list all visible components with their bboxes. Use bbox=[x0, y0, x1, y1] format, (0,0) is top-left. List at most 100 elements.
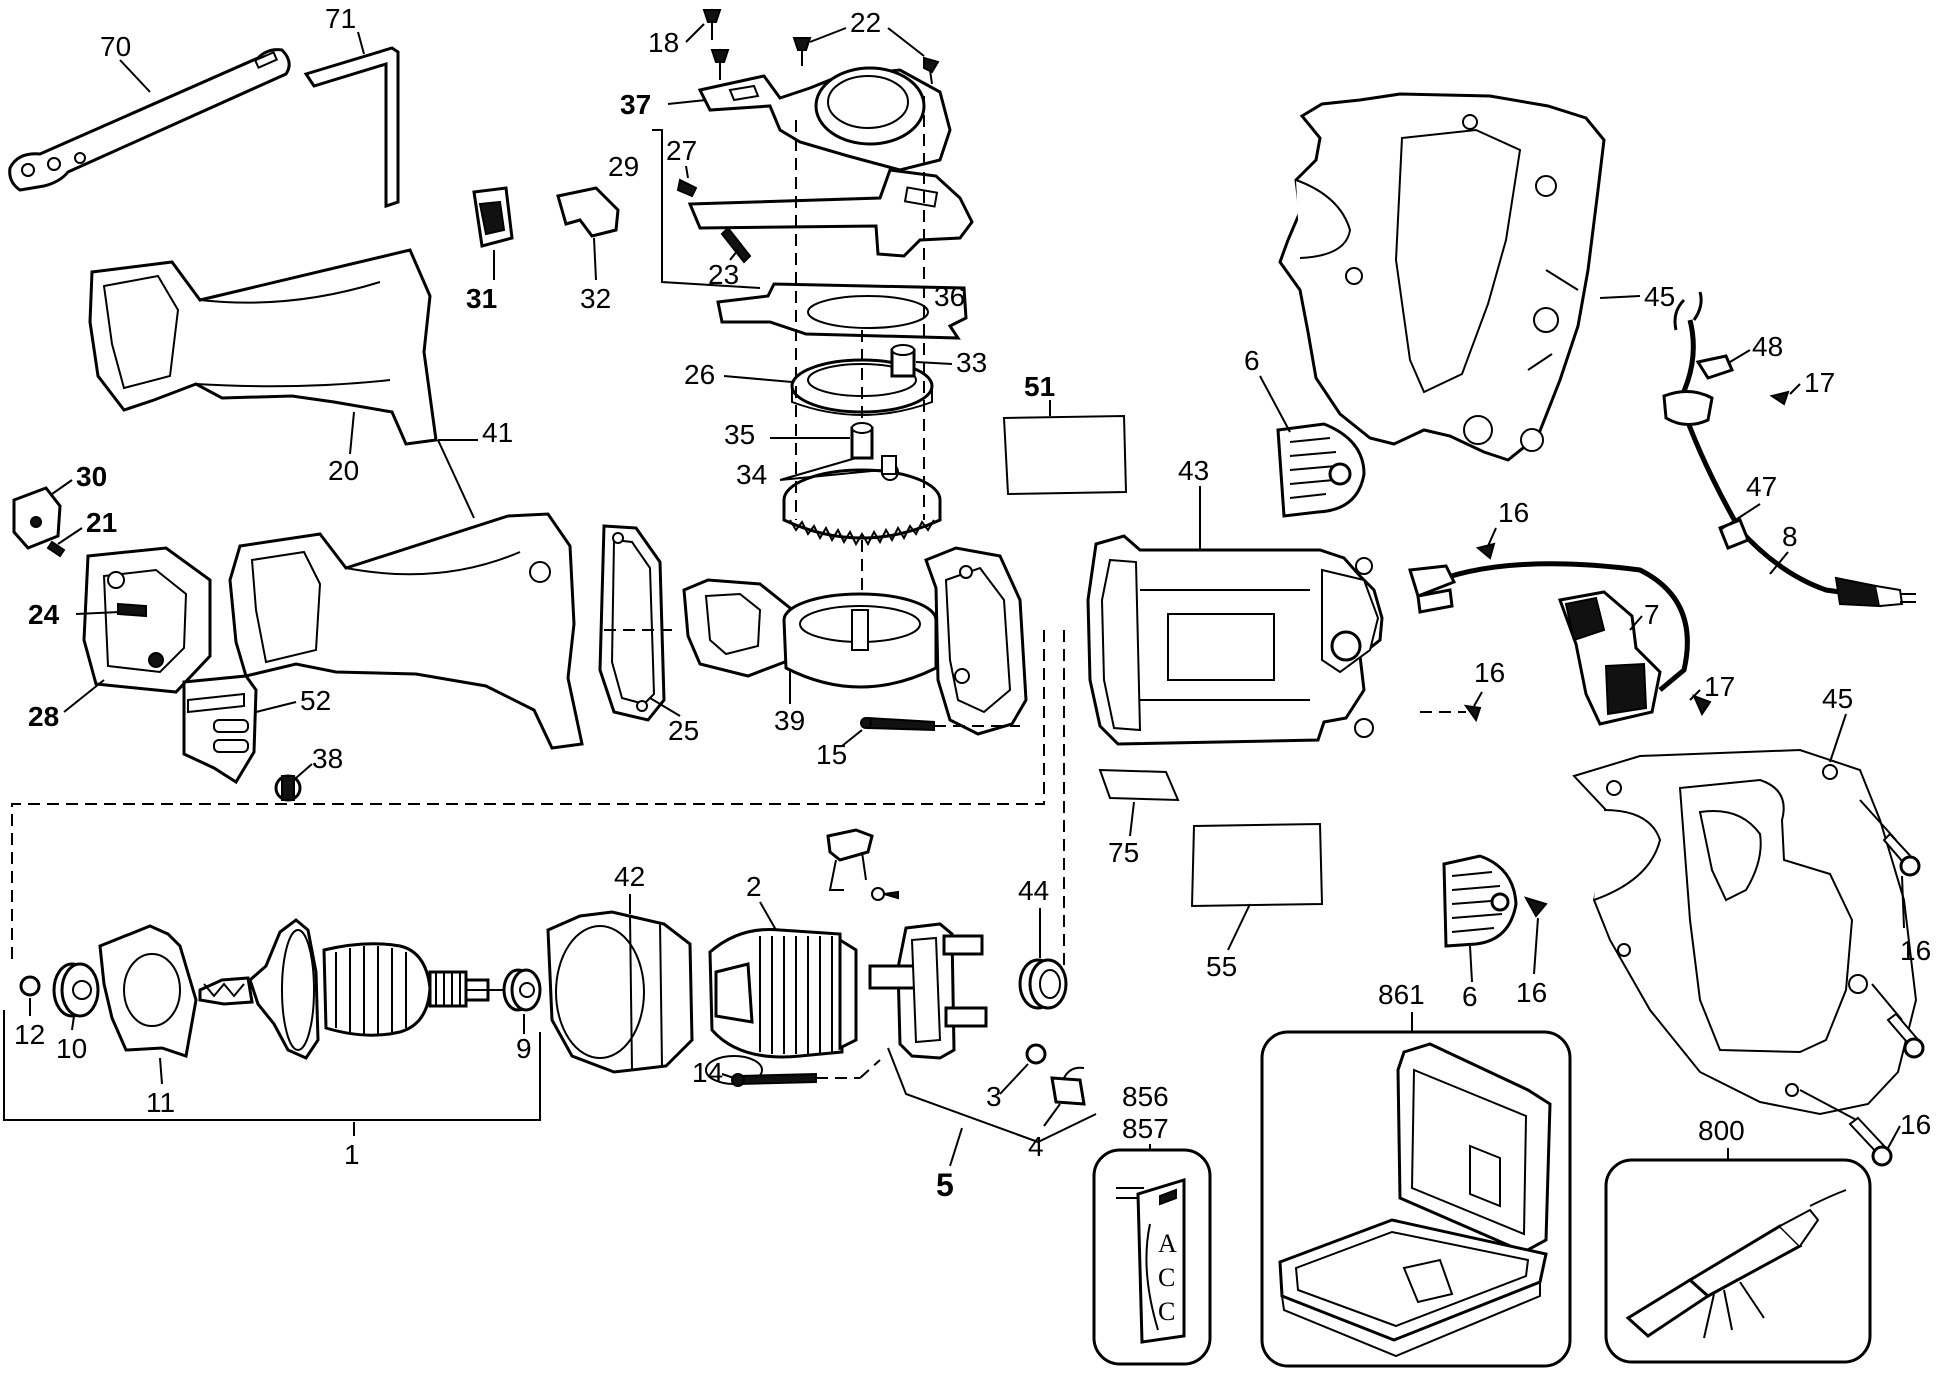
label-plate-icon bbox=[1190, 822, 1324, 908]
fan-baffle-icon bbox=[546, 910, 694, 1074]
label-45-top: 45 bbox=[1644, 281, 1675, 312]
label-21: 21 bbox=[86, 507, 117, 538]
bearing-icon bbox=[52, 962, 100, 1018]
label-5: 5 bbox=[936, 1167, 954, 1203]
label-17-top: 17 bbox=[1804, 367, 1835, 398]
label-11: 11 bbox=[146, 1087, 175, 1118]
label-75: 75 bbox=[1108, 837, 1139, 868]
label-1: 1 bbox=[344, 1139, 360, 1170]
wrench-icon bbox=[8, 48, 291, 192]
screw-icon bbox=[731, 1072, 817, 1087]
gasket-plate-icon bbox=[716, 282, 968, 340]
label-43: 43 bbox=[1178, 455, 1209, 486]
screw-icon bbox=[792, 37, 812, 66]
field-coil-icon bbox=[705, 927, 858, 1085]
brush-cover-icon bbox=[1442, 854, 1518, 948]
accessory-tag-icon: A C C bbox=[1116, 1177, 1186, 1344]
stud-icon bbox=[850, 422, 874, 460]
label-plate-icon bbox=[1002, 414, 1128, 496]
screw-icon bbox=[1463, 704, 1482, 723]
hex-key-icon bbox=[303, 46, 400, 209]
screw-icon bbox=[676, 178, 698, 198]
acc-tag-letter-c2: C bbox=[1158, 1297, 1175, 1326]
bearing-icon bbox=[502, 968, 542, 1012]
screw-icon bbox=[923, 56, 940, 85]
cord-clamp-icon bbox=[1695, 354, 1735, 380]
switch-icon bbox=[1408, 561, 1690, 726]
gasket-icon bbox=[598, 524, 666, 722]
label-35: 35 bbox=[724, 419, 755, 450]
label-25: 25 bbox=[668, 715, 699, 746]
label-42: 42 bbox=[614, 861, 645, 892]
label-29: 29 bbox=[608, 151, 639, 182]
baffle-plate-icon bbox=[98, 924, 198, 1058]
acc-tag-letter-c1: C bbox=[1158, 1263, 1175, 1292]
housing-half-icon bbox=[1278, 92, 1606, 462]
label-6-bottom: 6 bbox=[1462, 981, 1478, 1012]
shoe-housing-icon bbox=[82, 546, 212, 694]
label-17-b: 17 bbox=[1704, 671, 1735, 702]
label-27: 27 bbox=[666, 135, 697, 166]
label-22: 22 bbox=[850, 7, 881, 38]
label-23: 23 bbox=[708, 259, 739, 290]
blade-clamp-kit-icon bbox=[1625, 1189, 1847, 1339]
label-47: 47 bbox=[1746, 471, 1777, 502]
label-4: 4 bbox=[1028, 1131, 1044, 1162]
label-51: 51 bbox=[1024, 371, 1055, 402]
gearcase-cover-icon bbox=[697, 66, 952, 172]
label-18: 18 bbox=[648, 27, 679, 58]
label-6-top: 6 bbox=[1244, 345, 1260, 376]
screw-icon bbox=[702, 9, 722, 40]
plunger-bar-icon bbox=[687, 168, 974, 258]
motor-housing-icon bbox=[1086, 534, 1384, 746]
pin-icon bbox=[720, 226, 752, 264]
label-16-b: 16 bbox=[1474, 657, 1505, 688]
label-20: 20 bbox=[328, 455, 359, 486]
stud-icon bbox=[890, 344, 916, 378]
acc-tag-letter-a: A bbox=[1158, 1229, 1177, 1258]
label-48: 48 bbox=[1752, 331, 1783, 362]
label-28: 28 bbox=[28, 701, 59, 732]
brush-holder-icon bbox=[826, 828, 899, 901]
power-cord-icon bbox=[1662, 291, 1916, 608]
label-16-c: 16 bbox=[1900, 935, 1931, 966]
label-8: 8 bbox=[1782, 521, 1798, 552]
label-33: 33 bbox=[956, 347, 987, 378]
screw-icon bbox=[1769, 390, 1790, 406]
label-16-d: 16 bbox=[1900, 1109, 1931, 1140]
clip-icon bbox=[556, 186, 620, 238]
screw-icon bbox=[860, 716, 935, 732]
shoe-plate-icon bbox=[182, 674, 258, 785]
armature-icon bbox=[198, 918, 490, 1060]
label-9: 9 bbox=[516, 1033, 532, 1064]
label-41: 41 bbox=[482, 417, 513, 448]
screw-icon bbox=[1692, 694, 1712, 717]
label-800: 800 bbox=[1698, 1115, 1745, 1146]
label-16-e: 16 bbox=[1516, 977, 1547, 1008]
label-31: 31 bbox=[466, 283, 497, 314]
screw-icon bbox=[1475, 542, 1496, 560]
label-34: 34 bbox=[736, 459, 767, 490]
label-70: 70 bbox=[100, 31, 131, 62]
label-26: 26 bbox=[684, 359, 715, 390]
label-16-a: 16 bbox=[1498, 497, 1529, 528]
brush-holder-icon bbox=[868, 922, 988, 1060]
label-24: 24 bbox=[28, 599, 60, 630]
screw-icon bbox=[1799, 1089, 1893, 1167]
label-44: 44 bbox=[1018, 875, 1049, 906]
label-12: 12 bbox=[14, 1019, 45, 1050]
label-15: 15 bbox=[816, 739, 847, 770]
gear-icon bbox=[782, 455, 942, 547]
tool-case-icon bbox=[1278, 1042, 1552, 1358]
label-856: 856 bbox=[1122, 1081, 1169, 1112]
label-39: 39 bbox=[774, 705, 805, 736]
label-14: 14 bbox=[692, 1057, 723, 1088]
retaining-ring-icon bbox=[19, 975, 41, 997]
label-861: 861 bbox=[1378, 979, 1425, 1010]
label-71: 71 bbox=[325, 3, 356, 34]
label-857: 857 bbox=[1122, 1113, 1169, 1144]
grip-pad-icon bbox=[472, 186, 514, 248]
brush-icon bbox=[1025, 1043, 1086, 1106]
label-45-bottom: 45 bbox=[1822, 683, 1853, 714]
